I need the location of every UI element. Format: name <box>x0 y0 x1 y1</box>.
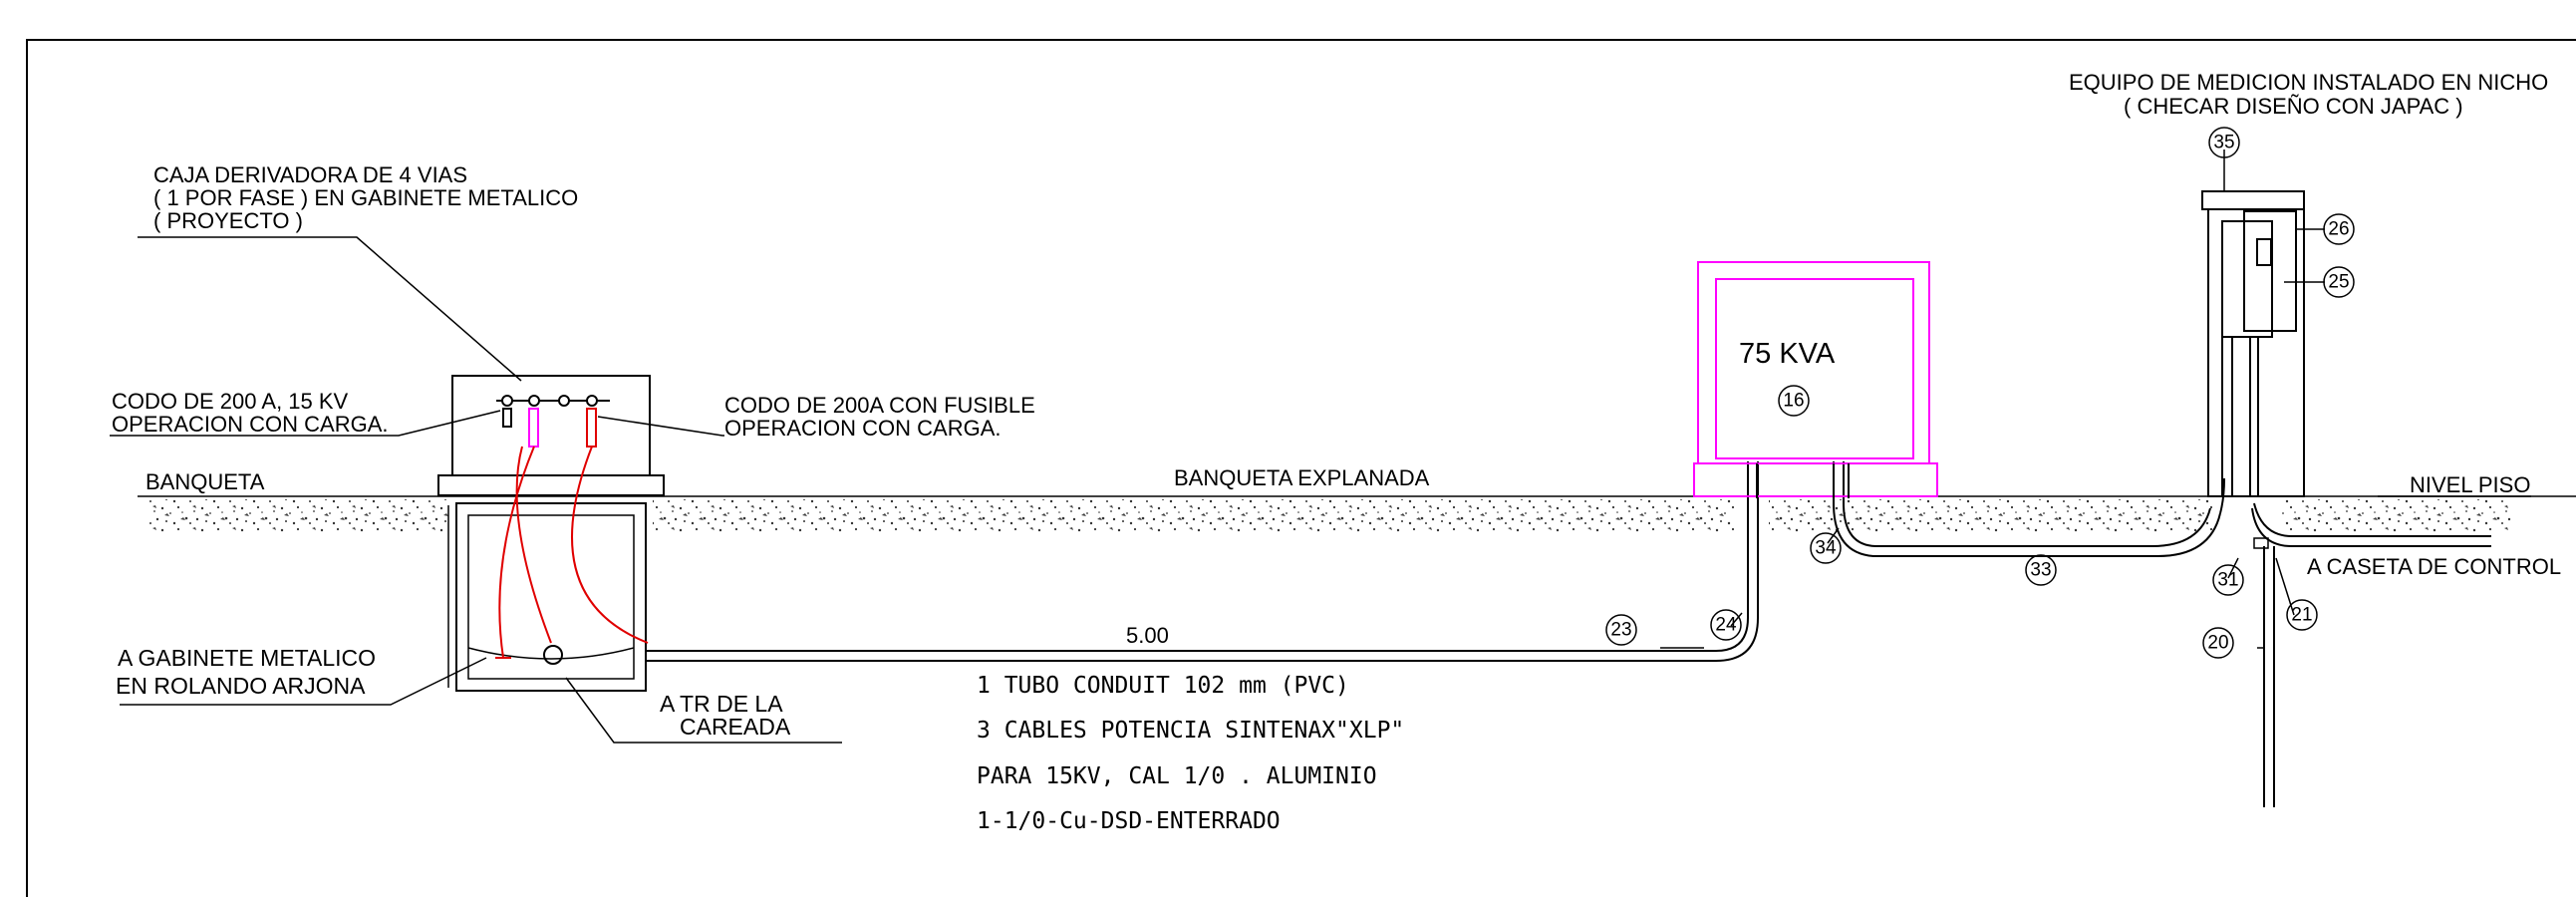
svg-text:33: 33 <box>2030 560 2051 581</box>
callout-25: 25 <box>2323 266 2355 298</box>
svg-text:25: 25 <box>2328 272 2349 293</box>
distance-label: 5.00 <box>1126 623 1169 648</box>
svg-text:31: 31 <box>2217 570 2238 591</box>
codo-fusible-label-line2: OPERACION CON CARGA. <box>724 416 1001 441</box>
callout-23: 23 <box>1605 614 1637 646</box>
medicion-label-line1: EQUIPO DE MEDICION INSTALADO EN NICHO <box>2069 70 2548 95</box>
transformer-75kva <box>1693 261 1938 498</box>
labels: CAJA DERIVADORA DE 4 VIAS ( 1 POR FASE )… <box>112 70 2561 834</box>
callout-33: 33 <box>2025 554 2057 586</box>
callout-35: 35 <box>2208 127 2240 158</box>
banqueta-label: BANQUETA <box>145 469 265 494</box>
leader-lines <box>110 236 2531 744</box>
callout-16: 16 <box>1778 385 1810 417</box>
junction-box-assembly <box>437 375 665 692</box>
svg-text:34: 34 <box>1815 538 1837 559</box>
spec-line4: 1-1/0-Cu-DSD-ENTERRADO <box>977 808 1281 834</box>
svg-text:23: 23 <box>1610 620 1631 641</box>
conduit-run <box>646 461 2491 807</box>
caja-label-line1: CAJA DERIVADORA DE 4 VIAS <box>153 162 467 187</box>
codo200-label-line2: OPERACION CON CARGA. <box>112 412 388 437</box>
transformer-rating: 75 KVA <box>1739 338 1836 370</box>
metering-nicho <box>2201 150 2325 497</box>
drawing-frame <box>26 39 2576 897</box>
codo200-label-line1: CODO DE 200 A, 15 KV <box>112 389 349 414</box>
svg-text:20: 20 <box>2207 633 2228 654</box>
callout-20: 20 <box>2202 627 2234 659</box>
banqueta-explanada-label: BANQUETA EXPLANADA <box>1174 465 1430 490</box>
spec-line1: 1 TUBO CONDUIT 102 mm (PVC) <box>977 673 1349 699</box>
caja-label-line2: ( 1 POR FASE ) EN GABINETE METALICO <box>153 185 578 210</box>
gabinete-label-line1: A GABINETE METALICO <box>118 645 376 671</box>
caseta-label: A CASETA DE CONTROL <box>2307 554 2561 579</box>
tr-label-line1: A TR DE LA <box>660 691 783 717</box>
tr-label-line2: CAREADA <box>680 714 791 740</box>
medicion-label-line2: ( CHECAR DISEÑO CON JAPAC ) <box>2124 94 2463 119</box>
ground-level <box>138 495 2576 532</box>
svg-text:21: 21 <box>2291 605 2312 626</box>
callout-31: 31 <box>2212 564 2244 596</box>
callout-26: 26 <box>2323 213 2355 245</box>
svg-text:24: 24 <box>1715 615 1737 636</box>
svg-text:16: 16 <box>1783 391 1804 412</box>
callouts: 16 20 21 23 24 25 26 31 33 34 35 <box>1605 127 2355 659</box>
callout-24: 24 <box>1710 609 1742 641</box>
nivel-piso-label: NIVEL PISO <box>2410 472 2530 497</box>
callout-34: 34 <box>1810 532 1842 564</box>
codo-fusible-label-line1: CODO DE 200A CON FUSIBLE <box>724 393 1035 418</box>
svg-text:26: 26 <box>2328 219 2349 240</box>
caja-label-line3: ( PROYECTO ) <box>153 208 303 233</box>
svg-text:35: 35 <box>2213 133 2234 153</box>
spec-line2: 3 CABLES POTENCIA SINTENAX"XLP" <box>977 718 1404 744</box>
spec-line3: PARA 15KV, CAL 1/0 . ALUMINIO <box>977 763 1377 789</box>
gabinete-label-line2: EN ROLANDO ARJONA <box>116 673 366 699</box>
callout-21: 21 <box>2286 599 2318 631</box>
